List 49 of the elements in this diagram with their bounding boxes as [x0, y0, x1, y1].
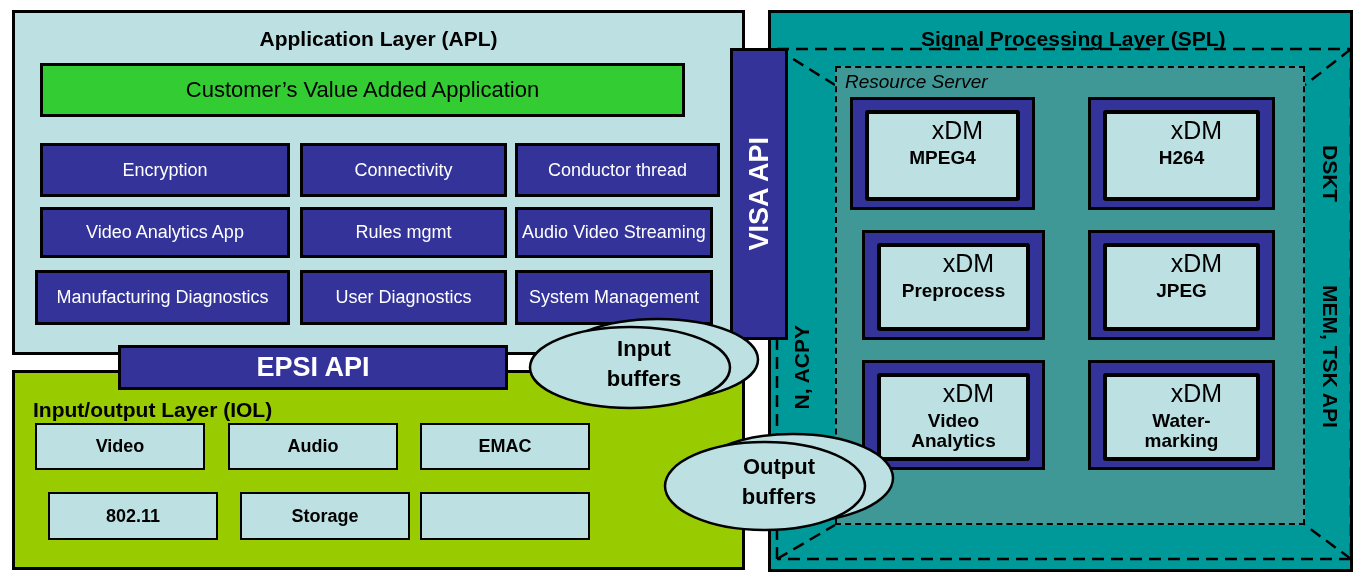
api-label: VISA API	[743, 137, 775, 251]
side-label: DSKT	[1318, 145, 1342, 203]
codec-block	[850, 97, 1035, 210]
buffer-label: Input buffers	[605, 334, 683, 393]
codec-block	[1088, 97, 1275, 210]
module-block: EMAC	[420, 423, 590, 470]
module-block: Encryption	[40, 143, 290, 197]
module-block: Storage	[240, 492, 410, 540]
module-block: Manufacturing Diagnostics	[35, 270, 290, 325]
api-bar	[730, 48, 788, 340]
module-block: Connectivity	[300, 143, 507, 197]
module-block: Rules mgmt	[300, 207, 507, 258]
api-bar: EPSI API	[118, 345, 508, 390]
codec-label: Water- marking	[1143, 411, 1220, 451]
layer-title: Signal Processing Layer (SPL)	[921, 27, 1226, 51]
module-block: Audio	[228, 423, 398, 470]
side-label: MEM, TSK API	[1318, 285, 1342, 428]
codec-block	[862, 360, 1045, 470]
codec-block	[862, 230, 1045, 340]
codec-block	[1088, 230, 1275, 340]
codec-label: MPEG4	[908, 148, 977, 168]
codec-label: H264	[1157, 148, 1206, 168]
layer-title: Application Layer (APL)	[258, 27, 499, 51]
buffer-ellipse	[528, 317, 760, 410]
interface-label: xDM	[930, 116, 985, 145]
interface-label: xDM	[941, 379, 996, 408]
interface-label: xDM	[1169, 249, 1224, 278]
codec-label: Video Analytics	[910, 411, 997, 451]
codec-label: JPEG	[1155, 281, 1208, 301]
buffer-label: Output buffers	[740, 453, 818, 511]
application-bar: Customer’s Value Added Application	[40, 63, 685, 117]
module-block: Conductor thread	[515, 143, 720, 197]
module-block: Video Analytics App	[40, 207, 290, 258]
interface-label: xDM	[941, 249, 996, 278]
server-region	[835, 66, 1305, 525]
interface-label: xDM	[1169, 116, 1224, 145]
module-block: Audio Video Streaming	[515, 207, 713, 258]
codec-block	[1088, 360, 1275, 470]
side-label: N, ACPY	[790, 325, 814, 410]
module-block: Video	[35, 423, 205, 470]
module-block: System Management	[515, 270, 713, 325]
buffer-ellipse	[663, 432, 895, 532]
layer-title: Input/output Layer (IOL)	[33, 398, 273, 422]
module-block	[420, 492, 590, 540]
codec-label: Preprocess	[900, 281, 1007, 301]
interface-label: xDM	[1169, 379, 1224, 408]
module-block: User Diagnostics	[300, 270, 507, 325]
region-title: Resource Server	[845, 71, 988, 93]
module-block: 802.11	[48, 492, 218, 540]
